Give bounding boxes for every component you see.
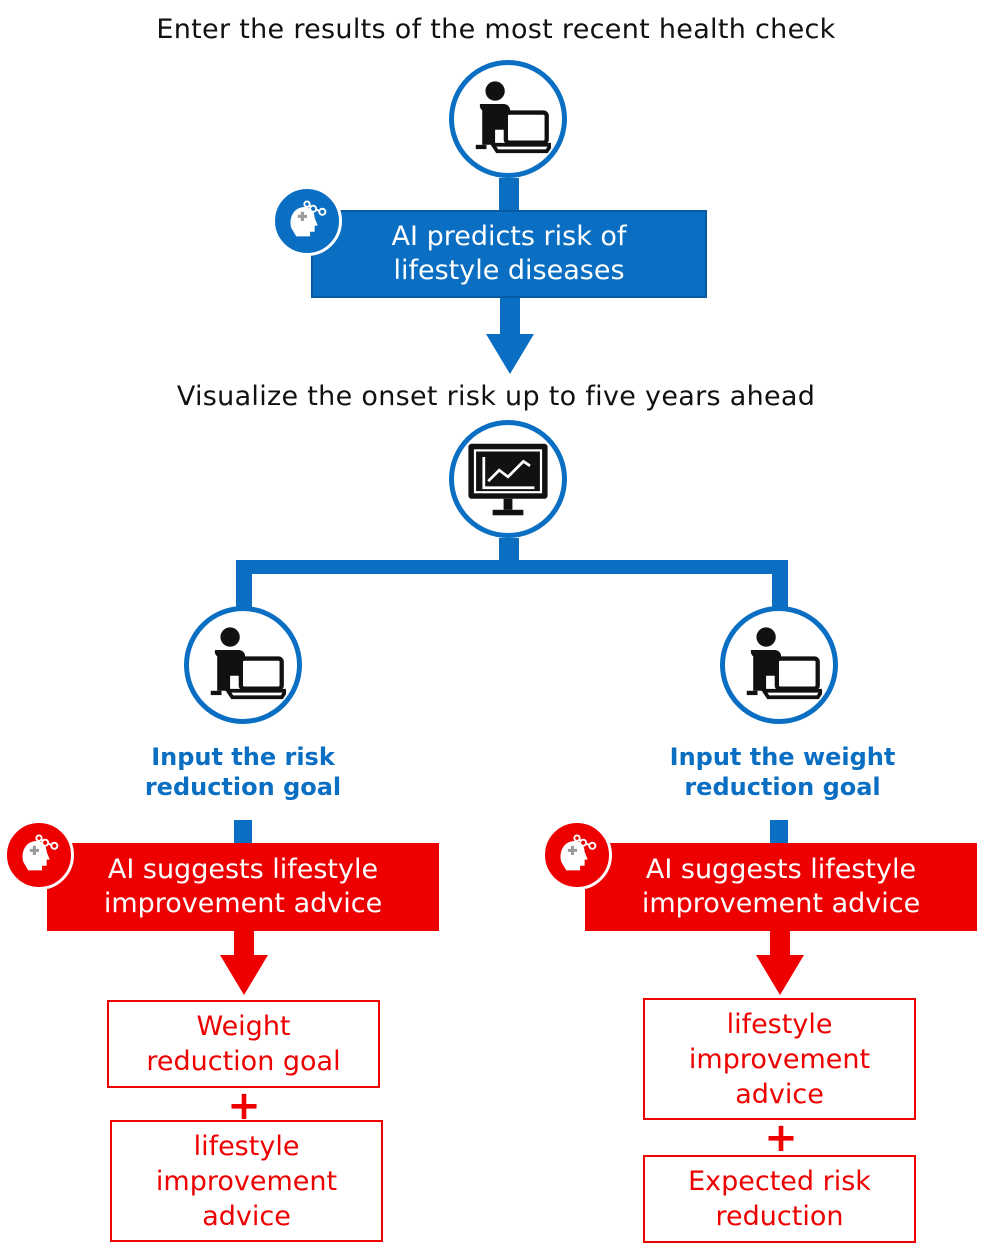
left-result-1-label: Weight reduction goal [146,1011,341,1077]
ai-brain-icon [16,832,62,878]
connector-line [234,820,252,846]
branch-right-line [772,560,788,610]
branch-left-line [236,560,252,610]
left-result-box-2: lifestyle improvement advice [110,1120,383,1242]
plus-icon: + [764,1115,798,1161]
ai-predict-label: AI predicts risk of lifestyle diseases [391,221,627,286]
person-at-laptop-icon [736,622,822,708]
left-result-box-1: Weight reduction goal [107,1000,380,1088]
ai-predict-box: AI predicts risk of lifestyle diseases [311,210,707,298]
person-at-laptop-icon [200,622,286,708]
right-input-node [720,606,838,724]
connector-line [770,820,788,846]
left-input-node [184,606,302,724]
arrow-down-icon [486,334,534,374]
plus-icon: + [227,1083,261,1129]
chart-monitor-icon [464,435,552,523]
right-ai-suggest-box: AI suggests lifestyle improvement advice [585,843,977,931]
right-result-1-label: lifestyle improvement advice [688,1008,871,1110]
branch-line [236,560,788,574]
visualize-risk-node [449,420,567,538]
ai-badge [272,186,342,256]
right-result-box-1: lifestyle improvement advice [643,998,916,1120]
health-check-input-node [449,60,567,178]
left-ai-suggest-label: AI suggests lifestyle improvement advice [103,854,383,919]
left-result-2-label: lifestyle improvement advice [155,1130,338,1232]
ai-badge [4,820,74,890]
right-input-label: Input the weight reduction goal [669,743,896,801]
right-ai-suggest-label: AI suggests lifestyle improvement advice [641,854,921,919]
left-input-label: Input the risk reduction goal [144,743,342,801]
step2-heading: Visualize the onset risk up to five year… [176,381,816,412]
person-at-laptop-icon [465,76,551,162]
arrow-shaft [500,298,520,338]
ai-badge [542,820,612,890]
arrow-shaft [770,931,790,961]
ai-brain-icon [554,832,600,878]
ai-brain-icon [284,198,330,244]
right-result-box-2: Expected risk reduction [643,1155,916,1243]
right-result-2-label: Expected risk reduction [688,1166,871,1232]
left-ai-suggest-box: AI suggests lifestyle improvement advice [47,843,439,931]
connector-line [499,178,519,212]
arrow-shaft [234,931,254,961]
arrow-down-icon [220,955,268,995]
arrow-down-icon [756,955,804,995]
step1-heading: Enter the results of the most recent hea… [156,14,836,45]
